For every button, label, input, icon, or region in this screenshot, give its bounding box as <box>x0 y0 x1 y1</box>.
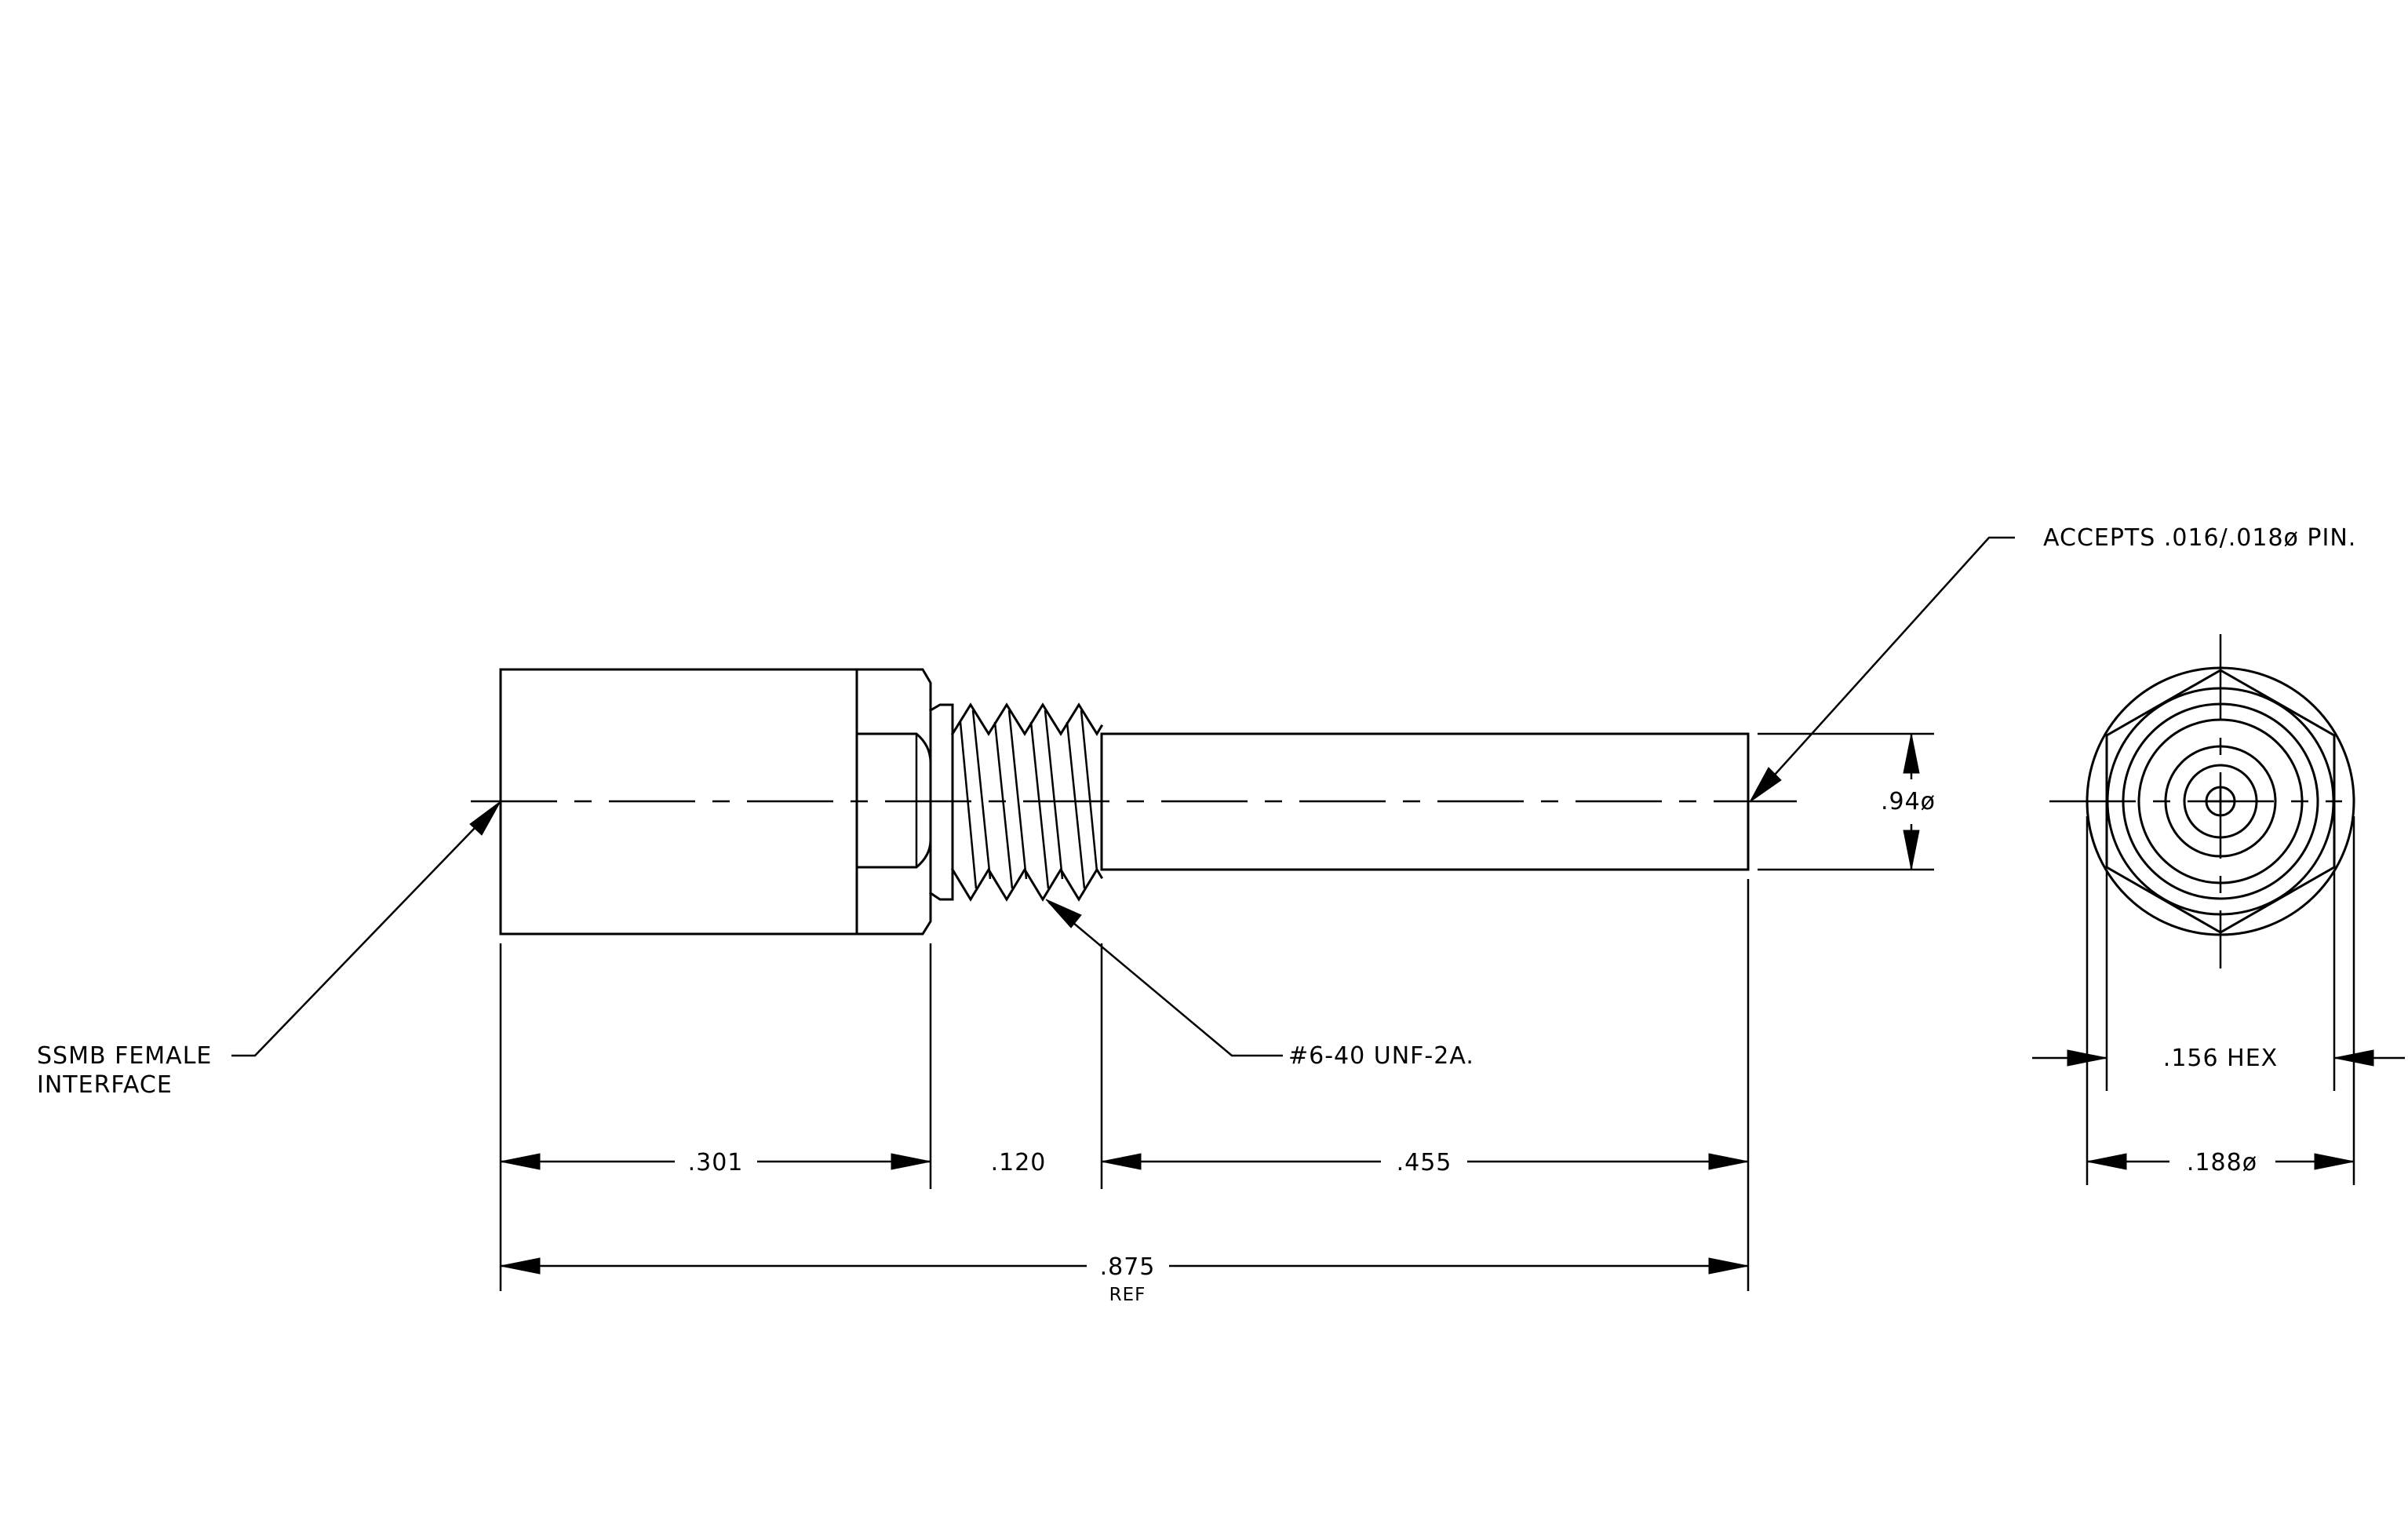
dim-hex-diameter: .188ø <box>2187 1149 2257 1176</box>
extension-lines <box>499 732 2355 1291</box>
labels: ACCEPTS .016/.018ø PIN. SSMB FEMALE INTE… <box>37 524 2356 1305</box>
dim-hex-size: .156 HEX <box>2163 1045 2278 1072</box>
side-view <box>471 668 1797 936</box>
dim-pin-length: .455 <box>1397 1149 1452 1176</box>
dimension-lines <box>500 733 2405 1275</box>
dim-overall-length: .875 <box>1100 1253 1156 1281</box>
accepts-pin-note: ACCEPTS .016/.018ø PIN. <box>2043 524 2356 552</box>
outer-diameter-circle <box>2086 666 2355 936</box>
hex-outline <box>2105 669 2336 934</box>
leader-lines <box>231 536 2015 1057</box>
interface-note-line1: SSMB FEMALE <box>37 1042 212 1070</box>
dim-pin-diameter: .94ø <box>1881 788 1936 815</box>
dim-body-length: .301 <box>688 1149 744 1176</box>
interface-note-line2: INTERFACE <box>37 1071 173 1099</box>
dim-thread-length: .120 <box>991 1149 1047 1176</box>
threaded-section <box>950 702 1104 902</box>
thread-note: #6-40 UNF-2A. <box>1288 1042 1474 1070</box>
dim-overall-note: REF <box>1109 1285 1146 1305</box>
end-view <box>2049 634 2355 968</box>
